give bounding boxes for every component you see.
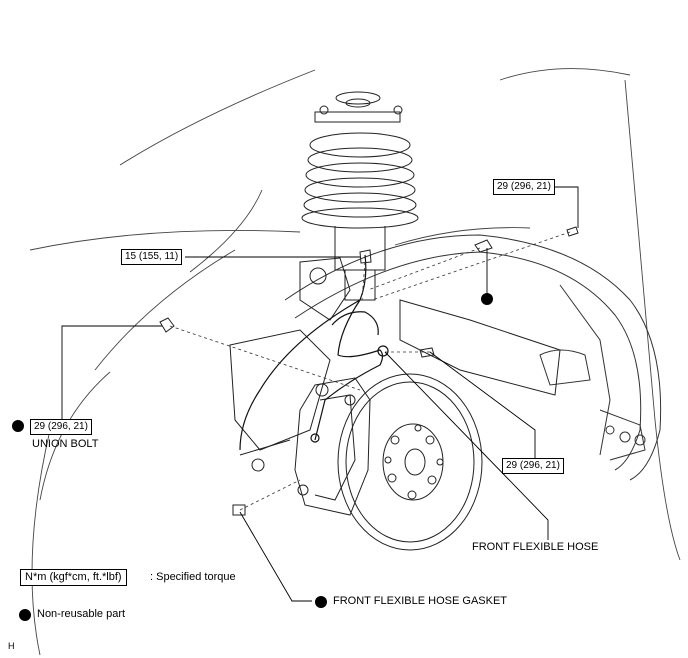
torque-callout-strut: 15 (155, 11) xyxy=(121,249,183,265)
bolts xyxy=(159,226,579,516)
nonreusable-marker-gasket xyxy=(315,596,327,608)
corner-code: H xyxy=(8,641,15,651)
brake-caliper xyxy=(294,377,371,516)
nonreusable-marker-union-bolt xyxy=(12,420,24,432)
torque-callout-union-bolt: 29 (296, 21) xyxy=(30,419,92,435)
fender-liner xyxy=(284,234,662,481)
legend-nonreusable-desc: Non-reusable part xyxy=(37,608,126,620)
torque-callout-top-right: 29 (296, 21) xyxy=(493,179,555,195)
union-bolt-label: UNION BOLT xyxy=(32,438,99,450)
front-flexible-hose-gasket-label: FRONT FLEXIBLE HOSE GASKET xyxy=(333,595,508,607)
brake-lines xyxy=(239,254,389,451)
strut-assembly xyxy=(301,91,419,301)
torque-callout-right: 29 (296, 21) xyxy=(502,458,564,474)
vehicle-body-lines xyxy=(29,68,681,656)
brake-disc xyxy=(337,373,483,551)
leader-lines xyxy=(61,186,579,602)
assembly-dashed-lines xyxy=(169,231,571,511)
front-flexible-hose-label: FRONT FLEXIBLE HOSE xyxy=(472,541,599,553)
legend-torque-desc: : Specified torque xyxy=(150,571,236,583)
legend-torque-unit: N*m (kgf*cm, ft.*lbf) xyxy=(20,569,127,586)
knuckle-and-arm xyxy=(229,257,561,472)
legend-nonreusable-dot xyxy=(19,609,31,621)
nonreusable-marker-top xyxy=(481,293,493,305)
